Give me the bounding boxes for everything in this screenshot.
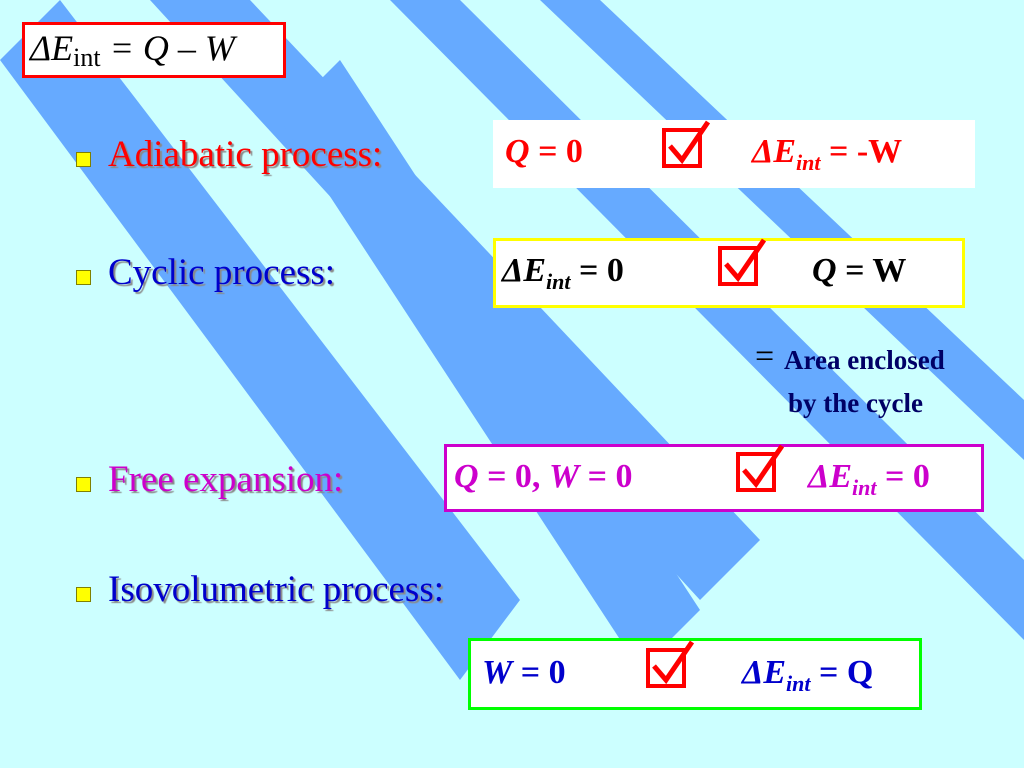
bullet-cyclic (76, 270, 91, 285)
cyclic-cond-sym: ΔE (502, 252, 546, 289)
isovolumetric-check-icon (646, 640, 695, 688)
bullet-isovolumetric (76, 587, 91, 602)
adiabatic-cond-var: Q (505, 133, 530, 170)
label-free-expansion: Free expansion: (108, 459, 344, 500)
iso-result-rest: = Q (810, 654, 874, 691)
adiabatic-check-icon (662, 120, 711, 168)
adiabatic-result: ΔEint = -W (752, 133, 902, 176)
free-expansion-result: ΔEint = 0 (808, 458, 930, 501)
header-delta-e: ΔE (30, 28, 74, 68)
annotation-line1: Area enclosed (784, 345, 945, 375)
stripe-5 (280, 60, 700, 670)
adiabatic-cond-rest: = 0 (529, 133, 583, 170)
free-result-sub: int (852, 475, 877, 500)
cyclic-check-icon (718, 238, 767, 286)
adiabatic-cond: Q = 0 (505, 133, 583, 171)
adiabatic-result-sub: int (796, 150, 821, 175)
iso-result-sub: int (786, 671, 811, 696)
adiabatic-box (493, 120, 975, 188)
cyclic-cond-rest: = 0 (570, 252, 624, 289)
stripe-1 (0, 0, 520, 680)
free-expansion-cond: Q = 0, W = 0 (454, 458, 633, 496)
adiabatic-result-sym: ΔE (752, 133, 796, 170)
cyclic-result-rest: = W (836, 252, 907, 289)
free-cond-rest2: = 0 (579, 458, 633, 495)
free-result-sym: ΔE (808, 458, 852, 495)
free-cond-rest1: = 0, (478, 458, 549, 495)
label-adiabatic: Adiabatic process: (108, 134, 383, 175)
isovolumetric-result: ΔEint = Q (742, 654, 873, 697)
free-cond-var1: Q (454, 458, 479, 495)
annotation-line2: by the cycle (788, 388, 923, 418)
adiabatic-result-rest: = -W (820, 133, 903, 170)
header-sub: int (73, 43, 101, 72)
bullet-free-expansion (76, 477, 91, 492)
free-expansion-check-icon (736, 444, 785, 492)
isovolumetric-box (468, 638, 922, 710)
iso-cond-rest: = 0 (512, 654, 566, 691)
iso-cond-var: W (482, 654, 513, 691)
label-isovolumetric: Isovolumetric process: (108, 569, 444, 610)
cyclic-result-var: Q (812, 252, 837, 289)
cyclic-cond: ΔEint = 0 (502, 252, 624, 295)
iso-result-sym: ΔE (742, 654, 786, 691)
bullet-adiabatic (76, 152, 91, 167)
free-cond-var2: W (548, 458, 580, 495)
cyclic-result: Q = W (812, 252, 906, 290)
annotation-equals: = (755, 338, 775, 375)
isovolumetric-cond: W = 0 (482, 654, 566, 692)
cyclic-cond-sub: int (546, 269, 571, 294)
free-result-rest: = 0 (876, 458, 930, 495)
stripe-4 (540, 0, 1024, 460)
label-cyclic: Cyclic process: (108, 252, 336, 293)
header-formula: ΔEint = Q – W (30, 27, 235, 73)
header-formula-box (22, 22, 286, 78)
header-rhs: = Q – W (109, 28, 235, 68)
free-expansion-box (444, 444, 984, 512)
